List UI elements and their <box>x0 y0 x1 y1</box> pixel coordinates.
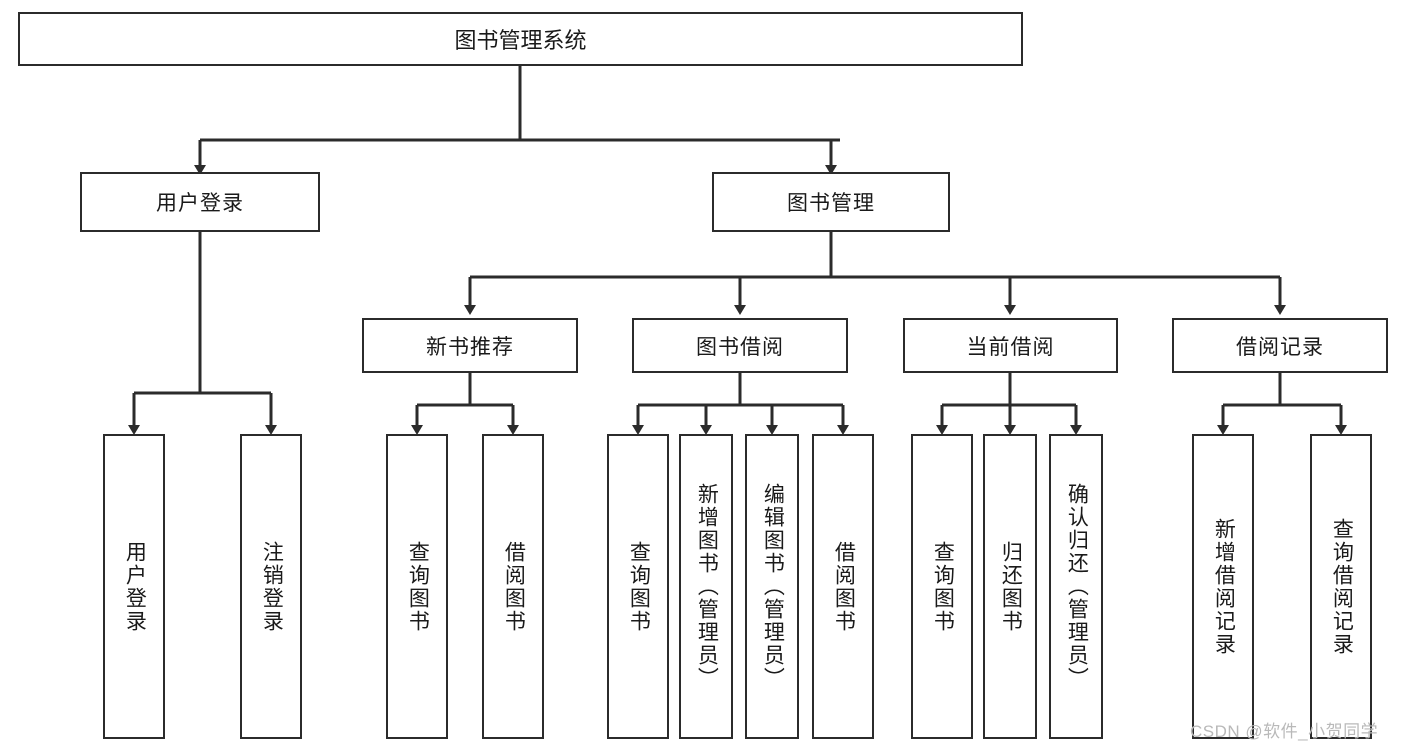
node-borrow-record-label: 借阅记录 <box>1236 335 1324 359</box>
node-root-label: 图书管理系统 <box>454 28 587 53</box>
leaf-query-book-borrow[interactable]: 查询图书 <box>607 434 669 739</box>
leaf-label: 新增借阅记录 <box>1212 517 1236 656</box>
leaf-return-book[interactable]: 归还图书 <box>983 434 1037 739</box>
leaf-add-borrow-record[interactable]: 新增借阅记录 <box>1192 434 1254 739</box>
node-root[interactable]: 图书管理系统 <box>18 12 1023 66</box>
node-book-management-label: 图书管理 <box>787 192 875 215</box>
node-user-login[interactable]: 用户登录 <box>80 172 320 232</box>
leaf-borrow-book-recommend[interactable]: 借阅图书 <box>482 434 544 739</box>
leaf-label: 查询借阅记录 <box>1330 517 1354 656</box>
leaf-query-book-current[interactable]: 查询图书 <box>911 434 973 739</box>
leaf-label: 借阅图书 <box>502 540 526 633</box>
leaf-query-borrow-record[interactable]: 查询借阅记录 <box>1310 434 1372 739</box>
csdn-watermark: CSDN @软件_小贺同学 <box>1190 722 1379 741</box>
leaf-user-login[interactable]: 用户登录 <box>103 434 165 739</box>
leaf-confirm-return-admin[interactable]: 确认归还（管理员） <box>1049 434 1103 739</box>
node-new-book-recommend[interactable]: 新书推荐 <box>362 318 578 373</box>
leaf-edit-book-admin[interactable]: 编辑图书（管理员） <box>745 434 799 739</box>
node-current-borrow[interactable]: 当前借阅 <box>903 318 1118 373</box>
node-borrow-record[interactable]: 借阅记录 <box>1172 318 1388 373</box>
node-book-management[interactable]: 图书管理 <box>712 172 950 232</box>
node-new-book-recommend-label: 新书推荐 <box>426 335 514 359</box>
leaf-label: 借阅图书 <box>832 540 856 633</box>
leaf-label: 新增图书（管理员） <box>695 483 719 690</box>
leaf-query-book-recommend[interactable]: 查询图书 <box>386 434 448 739</box>
leaf-label: 确认归还（管理员） <box>1065 483 1089 690</box>
leaf-add-book-admin[interactable]: 新增图书（管理员） <box>679 434 733 739</box>
leaf-label: 注销登录 <box>260 540 284 633</box>
leaf-label: 用户登录 <box>123 540 147 633</box>
leaf-logout[interactable]: 注销登录 <box>240 434 302 739</box>
node-user-login-label: 用户登录 <box>156 192 244 215</box>
leaf-label: 编辑图书（管理员） <box>761 483 785 690</box>
leaf-label: 归还图书 <box>999 540 1023 633</box>
node-current-borrow-label: 当前借阅 <box>966 335 1055 359</box>
leaf-label: 查询图书 <box>406 540 430 633</box>
node-book-borrow-label: 图书借阅 <box>696 335 784 359</box>
leaf-label: 查询图书 <box>931 540 955 633</box>
node-book-borrow[interactable]: 图书借阅 <box>632 318 848 373</box>
leaf-label: 查询图书 <box>627 540 651 633</box>
leaf-borrow-book[interactable]: 借阅图书 <box>812 434 874 739</box>
